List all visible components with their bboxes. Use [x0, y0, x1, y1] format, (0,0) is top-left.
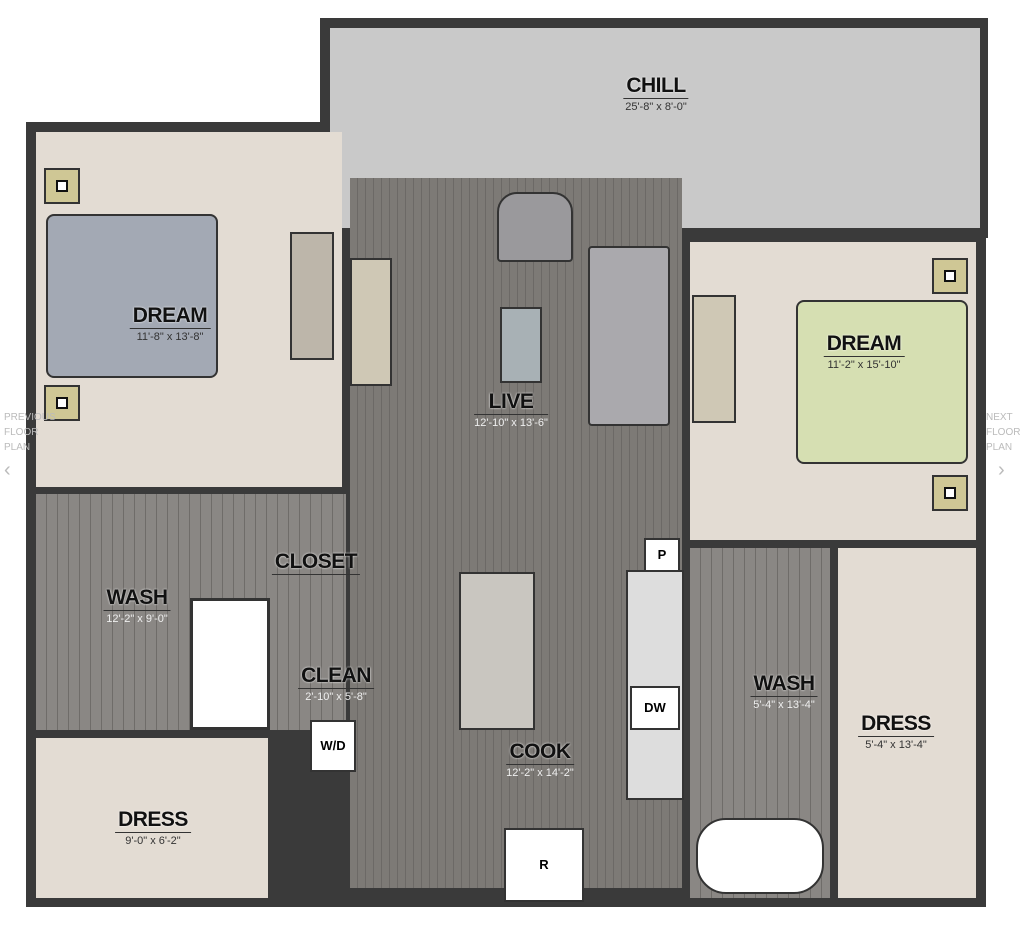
- room-dress-right: [838, 548, 976, 898]
- shower: [190, 598, 270, 730]
- nightstand: [932, 258, 968, 294]
- washer-dryer: W/D: [310, 720, 356, 772]
- dishwasher: DW: [630, 686, 680, 730]
- refrigerator: R: [504, 828, 584, 902]
- coffee-table: [500, 307, 542, 383]
- bed-left: [46, 214, 218, 378]
- nightstand: [44, 385, 80, 421]
- sofa: [588, 246, 670, 426]
- armchair: [497, 192, 573, 262]
- dresser: [692, 295, 736, 423]
- bathtub: [696, 818, 824, 894]
- next-floor-plan-link[interactable]: NEXT FLOOR PLAN ›: [964, 410, 1024, 481]
- nightstand: [932, 475, 968, 511]
- dresser: [290, 232, 334, 360]
- dresser: [350, 258, 392, 386]
- kitchen-counter: [626, 570, 684, 800]
- chevron-right-icon[interactable]: ›: [998, 459, 1005, 481]
- previous-floor-plan-link[interactable]: PREVIOUS FLOOR PLAN ‹: [4, 410, 74, 481]
- pantry: P: [644, 538, 680, 572]
- bed-right: [796, 300, 968, 464]
- chevron-left-icon[interactable]: ‹: [4, 459, 11, 481]
- kitchen-island: [459, 572, 535, 730]
- nightstand: [44, 168, 80, 204]
- room-dress-left: [36, 738, 268, 898]
- room-label-closet: CLOSET: [271, 550, 361, 575]
